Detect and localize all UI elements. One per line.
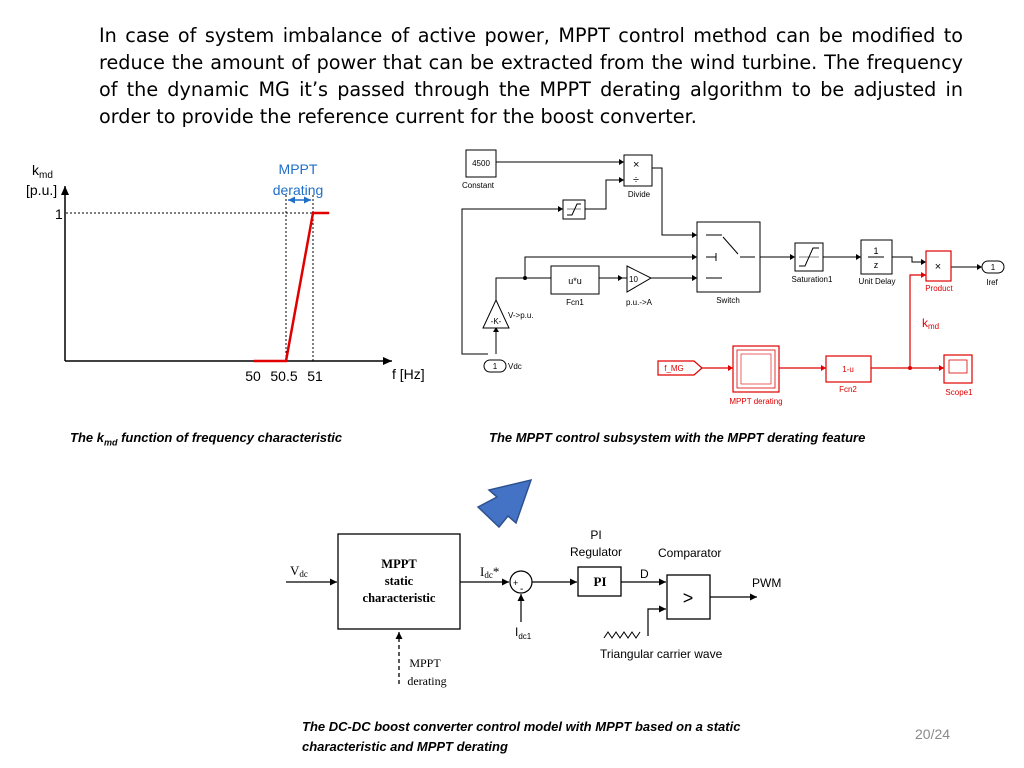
gain-k-block [482, 298, 510, 329]
triangular-carrier-icon [603, 631, 641, 639]
idc-ref-label: Idc* [480, 564, 499, 580]
intro-paragraph: In case of system imbalance of active po… [99, 24, 963, 128]
pi-block-text: PI [594, 574, 607, 589]
kmd-frequency-chart: kmd [p.u.] MPPT derating 1 50 50.5 51 f … [26, 161, 425, 384]
iref-port [981, 260, 1005, 274]
x-tick-50: 50 [245, 368, 261, 384]
vdc-port-label: Vdc [508, 362, 522, 371]
kmd-curve [253, 211, 330, 363]
y-axis-label: kmd [32, 162, 53, 181]
divide-label: Divide [628, 190, 651, 199]
mppt-derating-block [732, 345, 780, 393]
mppt-static-line1: MPPT [381, 557, 417, 571]
x-axis-label: f [Hz] [392, 366, 425, 382]
pi-regulator-label-1: PI [590, 528, 601, 542]
x-tick-50-5: 50.5 [270, 368, 297, 384]
gain-10-value: 10 [629, 275, 638, 284]
comparator-label: Comparator [658, 546, 721, 560]
transition-arrow-icon [476, 478, 533, 529]
mppt-static-block [337, 533, 461, 630]
saturation1-label: Saturation1 [792, 275, 833, 284]
fcn2-block [825, 355, 872, 383]
caption-kmd-function: The kmd function of frequency characteri… [70, 430, 343, 448]
divide-block [623, 154, 653, 187]
sum-plus: + [513, 578, 518, 588]
y-tick-1: 1 [55, 206, 63, 222]
gain-10-label: p.u.->A [626, 298, 653, 307]
fcn1-expr: u*u [568, 276, 582, 286]
fcn1-label: Fcn1 [566, 298, 584, 307]
gain-k-label: V->p.u. [508, 311, 534, 320]
iref-port-number: 1 [991, 263, 996, 272]
pi-regulator-label-2: Regulator [570, 545, 622, 559]
kmd-signal-label: kmd [922, 316, 939, 331]
vdc-port-number: 1 [493, 362, 498, 371]
product-label: Product [925, 284, 953, 293]
product-block [925, 250, 952, 282]
fmg-label: f_MG [664, 364, 684, 373]
fcn1-block [550, 265, 600, 295]
constant-label: Constant [462, 181, 495, 190]
gain-10-block [626, 265, 653, 293]
sum-minus: - [520, 584, 523, 595]
iref-label: Iref [986, 278, 998, 287]
fcn2-label: Fcn2 [839, 385, 857, 394]
dcdc-control-diagram: Vdc MPPT static characteristic Idc* + - … [286, 528, 781, 688]
y-axis-unit: [p.u.] [26, 182, 57, 198]
unit-delay-label: Unit Delay [859, 277, 896, 286]
mppt-static-line3: characteristic [363, 591, 436, 605]
mppt-static-line2: static [385, 574, 414, 588]
comparator-block [666, 574, 711, 620]
unit-delay-num: 1 [873, 246, 878, 256]
unit-delay-den: z [874, 260, 879, 270]
vdc-input-label: Vdc [290, 563, 308, 579]
caption-dcdc-model-1: The DC-DC boost converter control model … [302, 719, 741, 734]
derating-annotation-1: MPPT [279, 161, 318, 177]
scope-label: Scope1 [945, 388, 973, 397]
mppt-derating-block-label: MPPT derating [729, 397, 782, 406]
x-tick-51: 51 [307, 368, 323, 384]
caption-mppt-subsystem: The MPPT control subsystem with the MPPT… [489, 430, 866, 445]
simulink-mppt-subsystem: 4500 Constant × ÷ Divide Switch u*u Fcn1… [461, 149, 1005, 406]
derating-annotation-2: derating [273, 182, 324, 198]
fmg-input [657, 360, 703, 376]
comparator-symbol: > [683, 588, 694, 608]
d-label: D [640, 567, 649, 581]
pwm-label: PWM [752, 576, 781, 590]
constant-value: 4500 [472, 159, 490, 168]
switch-label: Switch [716, 296, 740, 305]
carrier-label: Triangular carrier wave [600, 647, 723, 661]
constant-block [465, 149, 497, 178]
divide-times: × [633, 159, 639, 171]
fcn2-expr: 1-u [842, 365, 854, 374]
vdc-port [483, 359, 507, 373]
page-number: 20/24 [915, 726, 951, 742]
caption-dcdc-model-2: characteristic and MPPT derating [302, 739, 508, 754]
product-sign: × [935, 261, 941, 273]
derating-input-line2: derating [407, 674, 446, 688]
divide-div: ÷ [633, 174, 639, 186]
derating-input-line1: MPPT [409, 656, 441, 670]
gain-k-value: -K- [491, 317, 502, 326]
idc1-label: Idc1 [515, 625, 532, 641]
